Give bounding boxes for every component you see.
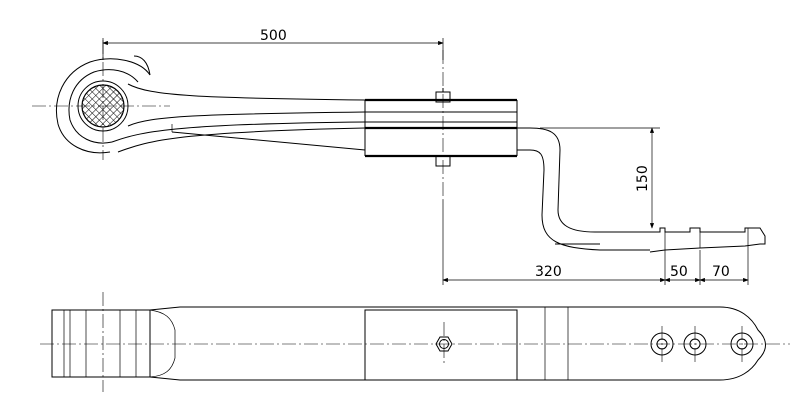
- mounting-holes: [650, 326, 754, 362]
- center-clamp: [364, 98, 518, 158]
- top-view-outline: [51, 306, 766, 381]
- dimension-label-70: 70: [712, 264, 730, 280]
- center-bolt: [435, 50, 451, 200]
- dimension-500: 500: [102, 28, 444, 60]
- top-view-bolt: [435, 322, 453, 366]
- main-leaf: [111, 83, 366, 153]
- dimension-label-500: 500: [260, 28, 287, 44]
- dimension-label-50: 50: [670, 264, 688, 280]
- dimension-150: 150: [540, 127, 660, 229]
- dimension-label-320: 320: [535, 264, 562, 280]
- dimension-bottom-chain: 320 50 70: [442, 200, 749, 285]
- side-view: 500 150 320 50 70: [32, 28, 766, 285]
- dimension-label-150: 150: [635, 165, 651, 192]
- top-view: [40, 292, 790, 392]
- spring-eye: [56, 55, 151, 154]
- z-bend-arm: [517, 127, 766, 253]
- top-view-clamp-plate: [364, 309, 518, 381]
